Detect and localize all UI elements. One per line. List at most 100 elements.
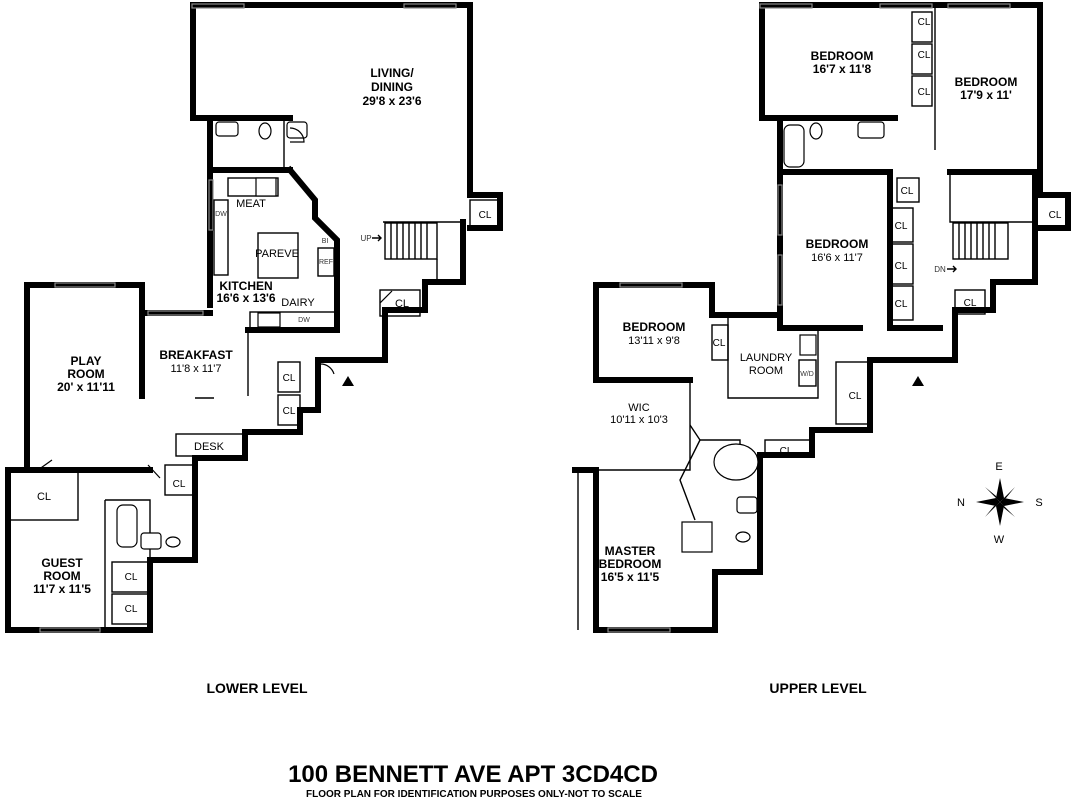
closet-label: CL bbox=[283, 373, 296, 384]
kitchen-name: KITCHEN bbox=[219, 279, 272, 293]
window bbox=[879, 3, 933, 9]
breakfast-name: BREAKFAST bbox=[159, 348, 233, 362]
closet-label: CL bbox=[283, 406, 296, 417]
closet-label: CL bbox=[37, 491, 51, 503]
master-dims: 16'5 x 11'5 bbox=[601, 570, 660, 584]
refrigerator-label: REF bbox=[319, 259, 333, 266]
closet-label: CL bbox=[849, 391, 862, 402]
closet-label: CL bbox=[895, 299, 908, 310]
bed3-dims: 16'6 x 11'7 bbox=[811, 252, 863, 264]
washer-dryer bbox=[798, 359, 817, 387]
counter bbox=[249, 311, 336, 329]
closet-label: CL bbox=[479, 210, 492, 221]
dishwasher-label: DW bbox=[215, 211, 227, 218]
bed2-name: BEDROOM bbox=[955, 75, 1018, 89]
stair-down-label: DN bbox=[934, 265, 946, 274]
guest-dims: 11'7 x 11'5 bbox=[33, 582, 91, 596]
closet bbox=[764, 439, 811, 455]
closet-label: CL bbox=[780, 446, 793, 457]
bed3-name: BEDROOM bbox=[806, 237, 869, 251]
kitchen-island bbox=[257, 232, 299, 279]
window bbox=[777, 254, 783, 306]
disclaimer: FLOOR PLAN FOR IDENTIFICATION PURPOSES O… bbox=[306, 789, 642, 800]
bed1-dims: 16'7 x 11'8 bbox=[813, 62, 872, 76]
kitchen-pareve-label: PAREVE bbox=[255, 248, 299, 260]
sink-icon bbox=[215, 121, 239, 137]
counter bbox=[227, 177, 279, 197]
closet-label: CL bbox=[395, 298, 409, 310]
closet bbox=[954, 289, 986, 315]
closet-label: CL bbox=[895, 221, 908, 232]
play-name: PLAY bbox=[71, 354, 102, 368]
window bbox=[619, 282, 683, 288]
closet-label: CL bbox=[901, 186, 914, 197]
closet bbox=[164, 464, 194, 496]
closet-label: CL bbox=[964, 298, 977, 309]
closet-label: CL bbox=[1049, 210, 1062, 221]
stairs-up bbox=[384, 222, 438, 282]
desk bbox=[175, 433, 245, 457]
bathtub-icon bbox=[783, 124, 805, 168]
toilet-icon bbox=[809, 122, 823, 140]
compass-south-label: S bbox=[1035, 497, 1042, 509]
sink-icon bbox=[140, 532, 162, 550]
sink-icon bbox=[736, 496, 758, 514]
laundry-sink bbox=[799, 334, 817, 356]
refrigerator bbox=[317, 247, 335, 277]
closet bbox=[111, 593, 149, 625]
wic-dims: 10'11 x 10'3 bbox=[610, 414, 668, 426]
stair-up-label: UP bbox=[360, 234, 371, 243]
closet bbox=[896, 177, 920, 203]
bed4-dims: 13'11 x 9'8 bbox=[628, 335, 680, 347]
closet bbox=[835, 361, 869, 425]
bed2-dims: 17'9 x 11' bbox=[960, 88, 1012, 102]
window bbox=[403, 3, 457, 9]
desk-label: DESK bbox=[194, 441, 225, 453]
kitchen-dairy-label: DAIRY bbox=[281, 297, 315, 309]
upper-level-plan bbox=[572, 2, 1071, 633]
bathtub-icon bbox=[116, 504, 138, 548]
play-dims: 20' x 11'11 bbox=[57, 380, 115, 394]
toilet-icon bbox=[258, 122, 272, 140]
closet-label: CL bbox=[918, 50, 931, 61]
laundry-name2: ROOM bbox=[749, 365, 783, 377]
built-in-label: BI bbox=[322, 238, 329, 245]
page-title: 100 BENNETT AVE APT 3CD4CD bbox=[288, 761, 658, 788]
lower-level-caption: LOWER LEVEL bbox=[206, 680, 308, 696]
wic-name: WIC bbox=[628, 402, 649, 414]
arrow-right-icon bbox=[372, 234, 382, 242]
closet bbox=[469, 199, 499, 227]
window bbox=[777, 184, 783, 236]
closet bbox=[9, 471, 79, 521]
breakfast-dims: 11'8 x 11'7 bbox=[171, 363, 222, 375]
laundry-name: LAUNDRY bbox=[740, 352, 793, 364]
closet bbox=[277, 361, 301, 393]
closet bbox=[111, 561, 149, 593]
closet bbox=[911, 11, 933, 43]
window bbox=[54, 282, 116, 288]
closet-label: CL bbox=[125, 604, 138, 615]
shower-icon bbox=[681, 521, 713, 553]
entry-arrow-icon bbox=[342, 376, 354, 386]
window bbox=[39, 627, 101, 633]
closet bbox=[890, 243, 914, 285]
play-name2: ROOM bbox=[67, 367, 104, 381]
closet bbox=[890, 207, 914, 243]
bathtub-icon bbox=[713, 443, 759, 481]
toilet-icon bbox=[735, 531, 751, 543]
bed1-name: BEDROOM bbox=[811, 49, 874, 63]
living-name: LIVING/ bbox=[370, 66, 414, 80]
closet-label: CL bbox=[713, 338, 726, 349]
closet-label: CL bbox=[918, 87, 931, 98]
washer-dryer-label: W/D bbox=[800, 371, 814, 378]
counter bbox=[213, 199, 229, 276]
living-name2: DINING bbox=[371, 80, 413, 94]
window bbox=[208, 179, 214, 231]
living-dims: 29'8 x 23'6 bbox=[362, 94, 421, 108]
closet bbox=[911, 75, 933, 107]
master-name: MASTER bbox=[605, 544, 656, 558]
closet bbox=[890, 285, 914, 321]
kitchen-dims: 16'6 x 13'6 bbox=[216, 291, 275, 305]
closet bbox=[911, 43, 933, 75]
